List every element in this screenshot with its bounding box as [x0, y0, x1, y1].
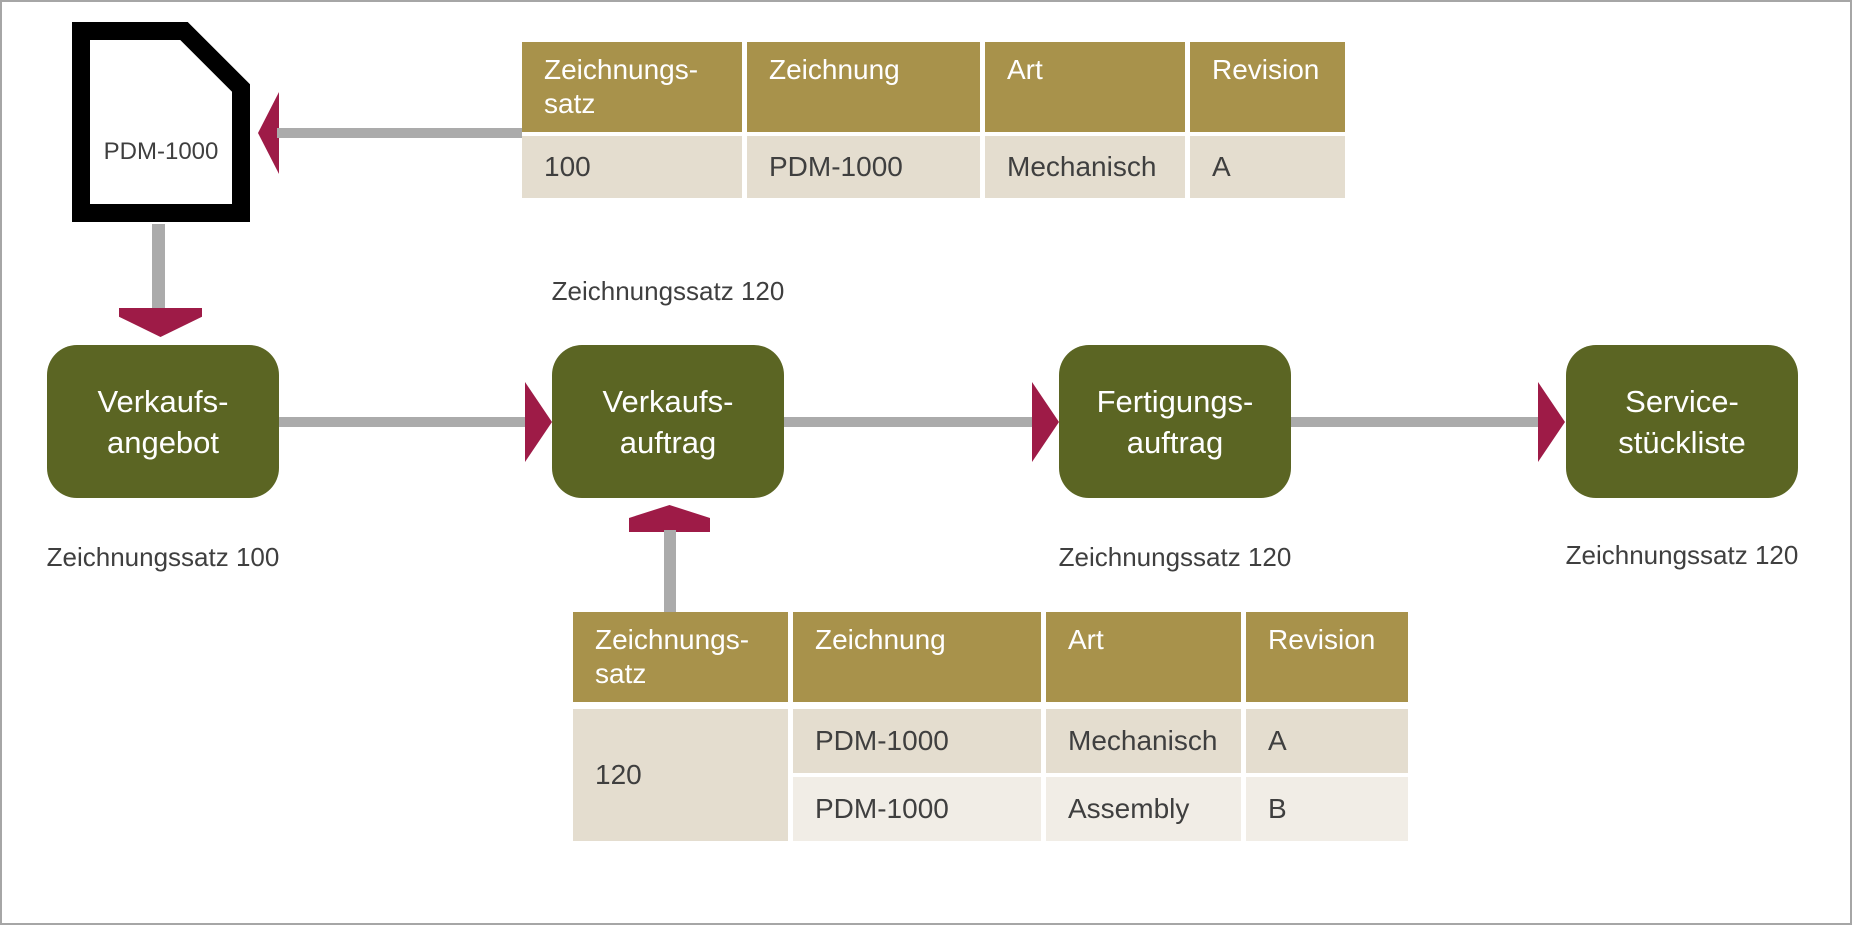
- header-zeichnung: Zeichnung: [793, 612, 1041, 702]
- cell-drawing: PDM-1000: [747, 136, 980, 198]
- header-revision: Revision: [1246, 612, 1408, 702]
- connector-box2-box3: [784, 417, 1035, 427]
- cell-type: Assembly: [1046, 777, 1241, 841]
- cell-type: Mechanisch: [1046, 709, 1241, 773]
- connector-document-to-box1: [152, 224, 165, 309]
- header-zeichnung: Zeichnung: [747, 42, 980, 132]
- flow-box-fertigungsauftrag: Fertigungs- auftrag: [1059, 345, 1291, 498]
- document-icon: [72, 22, 250, 222]
- arrowhead-right-icon: [1032, 382, 1059, 462]
- cell-drawing: PDM-1000: [793, 777, 1041, 841]
- connector-table-to-document: [277, 128, 522, 138]
- arrowhead-up-icon: [629, 505, 710, 532]
- header-zeichnungssatz: Zeichnungs- satz: [573, 612, 788, 702]
- cell-revision: B: [1246, 777, 1408, 841]
- annotation-under-box1: Zeichnungssatz 100: [46, 542, 280, 572]
- top-table: Zeichnungs- satz Zeichnung Art Revision …: [522, 42, 1345, 198]
- header-revision: Revision: [1190, 42, 1345, 132]
- flow-box-verkaufsangebot: Verkaufs- angebot: [47, 345, 279, 498]
- header-art: Art: [985, 42, 1185, 132]
- bottom-table-header-row: Zeichnungs- satz Zeichnung Art Revision: [573, 612, 1408, 702]
- cell-set: 100: [522, 136, 742, 198]
- cell-revision: A: [1190, 136, 1345, 198]
- arrowhead-right-icon: [1538, 382, 1565, 462]
- flow-box-verkaufsauftrag: Verkaufs- auftrag: [552, 345, 784, 498]
- arrowhead-left-icon: [258, 92, 279, 174]
- cell-revision: A: [1246, 709, 1408, 773]
- cell-set-merged: 120: [573, 709, 788, 841]
- connector-box3-box4: [1291, 417, 1540, 427]
- annotation-under-box4: Zeichnungssatz 120: [1565, 540, 1799, 570]
- bottom-table: Zeichnungs- satz Zeichnung Art Revision …: [573, 612, 1408, 841]
- cell-type: Mechanisch: [985, 136, 1185, 198]
- arrowhead-right-icon: [525, 382, 552, 462]
- document-label: PDM-1000: [103, 138, 219, 165]
- top-table-header-row: Zeichnungs- satz Zeichnung Art Revision: [522, 42, 1345, 132]
- top-table-body-row: 100 PDM-1000 Mechanisch A: [522, 136, 1345, 198]
- connector-table-to-box2: [664, 530, 676, 612]
- header-zeichnungssatz: Zeichnungs- satz: [522, 42, 742, 132]
- document-outline: [72, 22, 250, 222]
- annotation-under-box3: Zeichnungssatz 120: [1058, 542, 1292, 572]
- arrowhead-down-icon: [119, 308, 202, 337]
- flow-box-servicestueckliste: Service- stückliste: [1566, 345, 1798, 498]
- cell-drawing: PDM-1000: [793, 709, 1041, 773]
- connector-box1-box2: [279, 417, 525, 427]
- annotation-above-box2: Zeichnungssatz 120: [551, 276, 785, 306]
- header-art: Art: [1046, 612, 1241, 702]
